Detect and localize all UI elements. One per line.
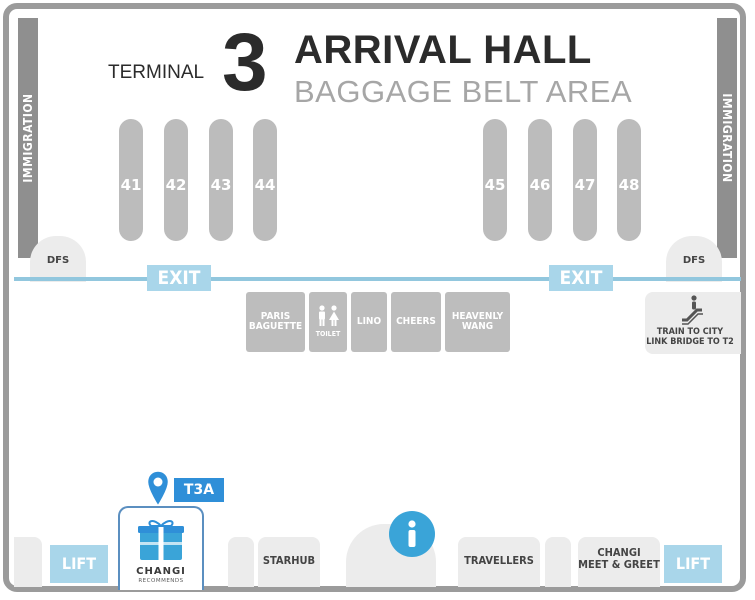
belt-number: 43 (210, 176, 232, 194)
belt-number: 44 (254, 176, 276, 194)
belt-number: 42 (165, 176, 187, 194)
shop-lino[interactable]: LINO (351, 292, 387, 352)
page-title: ARRIVAL HALL (294, 28, 592, 72)
location-pin-icon[interactable] (146, 470, 170, 508)
immigration-wall-right: IMMIGRATION (717, 18, 737, 258)
belt-number: 45 (484, 176, 506, 194)
starhub-label: STARHUB (262, 554, 316, 567)
exit-line (14, 277, 741, 281)
bottom-space-left (14, 537, 42, 587)
meet-greet-label: CHANGI MEET & GREET (578, 546, 660, 572)
changi-brand: CHANGI (136, 566, 186, 577)
belt-number: 41 (120, 176, 142, 194)
travellers-label: TRAVELLERS (464, 554, 534, 567)
baggage-belt-43[interactable]: 43 (209, 119, 233, 241)
lift-right[interactable]: LIFT (664, 545, 722, 583)
shop-paris-baguette[interactable]: PARIS BAGUETTE (246, 292, 305, 352)
info-glyph (408, 520, 416, 547)
baggage-belt-47[interactable]: 47 (573, 119, 597, 241)
dfs-label: DFS (682, 255, 706, 266)
train-label: TRAIN TO CITY LINK BRIDGE TO T2 (646, 327, 734, 347)
shop-cheers[interactable]: CHEERS (391, 292, 441, 352)
dfs-right[interactable]: DFS (666, 236, 722, 282)
changi-tagline: RECOMMENDS (138, 578, 184, 584)
dfs-left[interactable]: DFS (30, 236, 86, 282)
exit-right[interactable]: EXIT (549, 265, 613, 291)
belt-number: 47 (574, 176, 596, 194)
toilet-label: TOILET (315, 330, 341, 339)
baggage-belt-41[interactable]: 41 (119, 119, 143, 241)
baggage-belt-48[interactable]: 48 (617, 119, 641, 241)
gift-box-icon (138, 520, 184, 560)
dfs-label: DFS (46, 255, 70, 266)
shop-heavenly-wang[interactable]: HEAVENLY WANG (445, 292, 510, 352)
baggage-belt-45[interactable]: 45 (483, 119, 507, 241)
bottom-space-b (545, 537, 571, 587)
immigration-label-right: IMMIGRATION (720, 93, 734, 183)
page-subtitle: BAGGAGE BELT AREA (294, 74, 633, 109)
toilet[interactable]: TOILET (309, 292, 347, 352)
immigration-wall-left: IMMIGRATION (18, 18, 38, 258)
belt-number: 46 (529, 176, 551, 194)
belt-number: 48 (618, 176, 640, 194)
train-to-city[interactable]: TRAIN TO CITY LINK BRIDGE TO T2 (645, 292, 741, 354)
terminal-number: 3 (222, 17, 268, 108)
information-icon[interactable] (389, 511, 435, 557)
changi-meet-greet[interactable]: CHANGI MEET & GREET (578, 537, 660, 587)
travellers[interactable]: TRAVELLERS (458, 537, 540, 587)
bottom-space-a (228, 537, 254, 587)
changi-recommends[interactable]: CHANGI RECOMMENDS (118, 506, 204, 590)
toilet-icon (319, 305, 339, 327)
baggage-belt-44[interactable]: 44 (253, 119, 277, 241)
starhub[interactable]: STARHUB (258, 537, 320, 587)
baggage-belt-46[interactable]: 46 (528, 119, 552, 241)
baggage-belt-42[interactable]: 42 (164, 119, 188, 241)
lift-left[interactable]: LIFT (50, 545, 108, 583)
exit-left[interactable]: EXIT (147, 265, 211, 291)
location-marker-label: T3A (174, 478, 224, 502)
escalator-icon (682, 295, 703, 325)
terminal-label: TERMINAL (108, 62, 205, 83)
immigration-label-left: IMMIGRATION (21, 93, 35, 183)
